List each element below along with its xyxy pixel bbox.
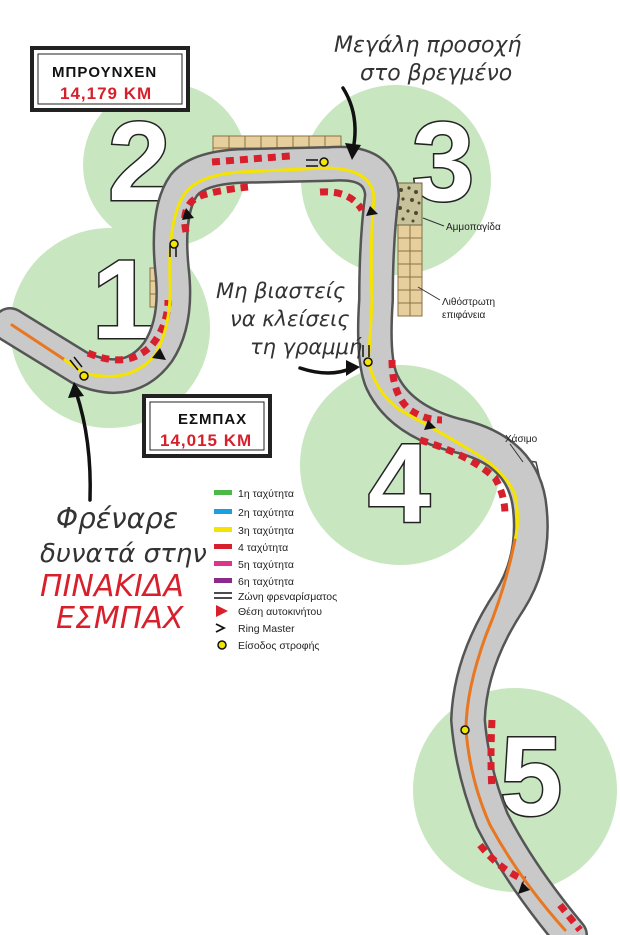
callout-arrows: [68, 86, 361, 502]
turn-entries: [79, 157, 470, 735]
sign-esbach-name: ΕΣΜΠΑΧ: [178, 411, 247, 428]
car-position-4: [424, 420, 436, 430]
legend-swatch-gear6: [214, 578, 232, 583]
legend-swatch-turn-entry: [217, 640, 227, 650]
arrow-hurry-head: [346, 360, 360, 376]
turn-entry-3: [319, 157, 329, 167]
note-brake-line4: ΕΣΜΠΑΧ: [56, 601, 185, 636]
sand-trap: [395, 182, 423, 226]
note-brake-line2: δυνατά στην: [40, 539, 207, 569]
sign-brunchen-name: ΜΠΡΟΥΝΧΕΝ: [52, 64, 157, 81]
label-dip: Χάσιμο: [505, 433, 538, 445]
label-cobble-line2: επιφάνεια: [442, 309, 486, 321]
kerb-corner-5-entry: [487, 719, 496, 791]
legend-swatch-gear5: [214, 561, 232, 566]
label-sand-trap: Αμμοπαγίδα: [446, 221, 501, 233]
turn-entry-1: [79, 371, 89, 381]
legend-swatch-car-triangle: [216, 605, 228, 617]
arrow-brake-head: [68, 382, 84, 398]
kerb-corner-5-exit: [477, 842, 527, 884]
line-gear3-main: [63, 166, 519, 542]
kerbs: [86, 152, 583, 933]
arrow-brake: [74, 390, 92, 502]
legend-label-gear2: 2η ταχύτητα: [238, 507, 294, 519]
legend: 1η ταχύτητα 2η ταχύτητα 3η ταχύτητα 4 τα…: [214, 488, 337, 652]
legend-swatch-gear2: [214, 509, 232, 514]
line-gear5-start: [10, 323, 67, 362]
kerb-corner-4-apex: [418, 436, 509, 516]
cobbles-corner-3: [397, 224, 423, 317]
note-hurry-line3: τη γραμμή: [250, 335, 362, 359]
arrow-hurry: [298, 366, 354, 375]
sign-esbach-km: 14,015 KM: [160, 431, 252, 450]
legend-swatch-gear1: [214, 490, 232, 495]
legend-label-brake-zone: Ζώνη φρεναρίσματος: [238, 591, 337, 603]
note-brake-line3: ΠΙΝΑΚΙΔΑ: [40, 569, 184, 604]
corner-zone-2: [83, 83, 247, 247]
legend-swatch-brake-zone: [214, 592, 232, 599]
kerb-bottom: [557, 902, 583, 933]
note-hurry-line2: να κλείσεις: [230, 307, 350, 331]
legend-swatch-gear4: [214, 544, 232, 549]
kerb-corner-1: [86, 299, 172, 364]
arrow-wet-head: [345, 143, 361, 160]
car-position-1: [152, 348, 166, 360]
leader-lines: [417, 217, 524, 463]
legend-swatch-ring-master: [215, 623, 227, 633]
brake-zones: [69, 159, 370, 371]
car-position-3: [366, 206, 378, 216]
legend-label-car-position: Θέση αυτοκινήτου: [238, 606, 322, 618]
label-cobble-line1: Λιθόστρωτη: [442, 296, 495, 308]
corner-number-5: 5: [500, 714, 562, 839]
car-position-2: [182, 208, 194, 220]
note-wet-line2: στο βρεγμένο: [360, 61, 512, 86]
legend-label-gear5: 5η ταχύτητα: [238, 559, 294, 571]
car-position-5: [518, 882, 530, 894]
legend-label-gear6: 6η ταχύτητα: [238, 576, 294, 588]
legend-label-gear4: 4 ταχύτητα: [238, 542, 288, 554]
sign-esbach: ΕΣΜΠΑΧ 14,015 KM: [142, 394, 272, 458]
note-wet-line1: Μεγάλη προσοχή: [334, 33, 521, 58]
arrow-wet: [341, 86, 357, 152]
corner-zones: [10, 83, 617, 892]
sign-brunchen: ΜΠΡΟΥΝΧΕΝ 14,179 KM: [30, 46, 190, 112]
legend-label-gear3: 3η ταχύτητα: [238, 525, 294, 537]
legend-label-turn-entry: Είσοδος στροφής: [238, 640, 319, 652]
car-positions: [152, 206, 530, 894]
kerb-corner-3: [319, 188, 366, 212]
turn-entry-4: [363, 357, 373, 367]
legend-label-gear1: 1η ταχύτητα: [238, 488, 294, 500]
legend-swatch-gear3: [214, 527, 232, 532]
turn-entry-5: [460, 725, 470, 735]
legend-label-ring-master: Ring Master: [238, 623, 295, 635]
kerb-corner-4-entry: [388, 359, 443, 424]
note-brake-line1: Φρέναρε: [56, 502, 178, 535]
note-hurry-line1: Μη βιαστείς: [216, 279, 345, 303]
turn-entry-2: [169, 239, 179, 249]
sign-brunchen-km: 14,179 KM: [60, 84, 152, 103]
